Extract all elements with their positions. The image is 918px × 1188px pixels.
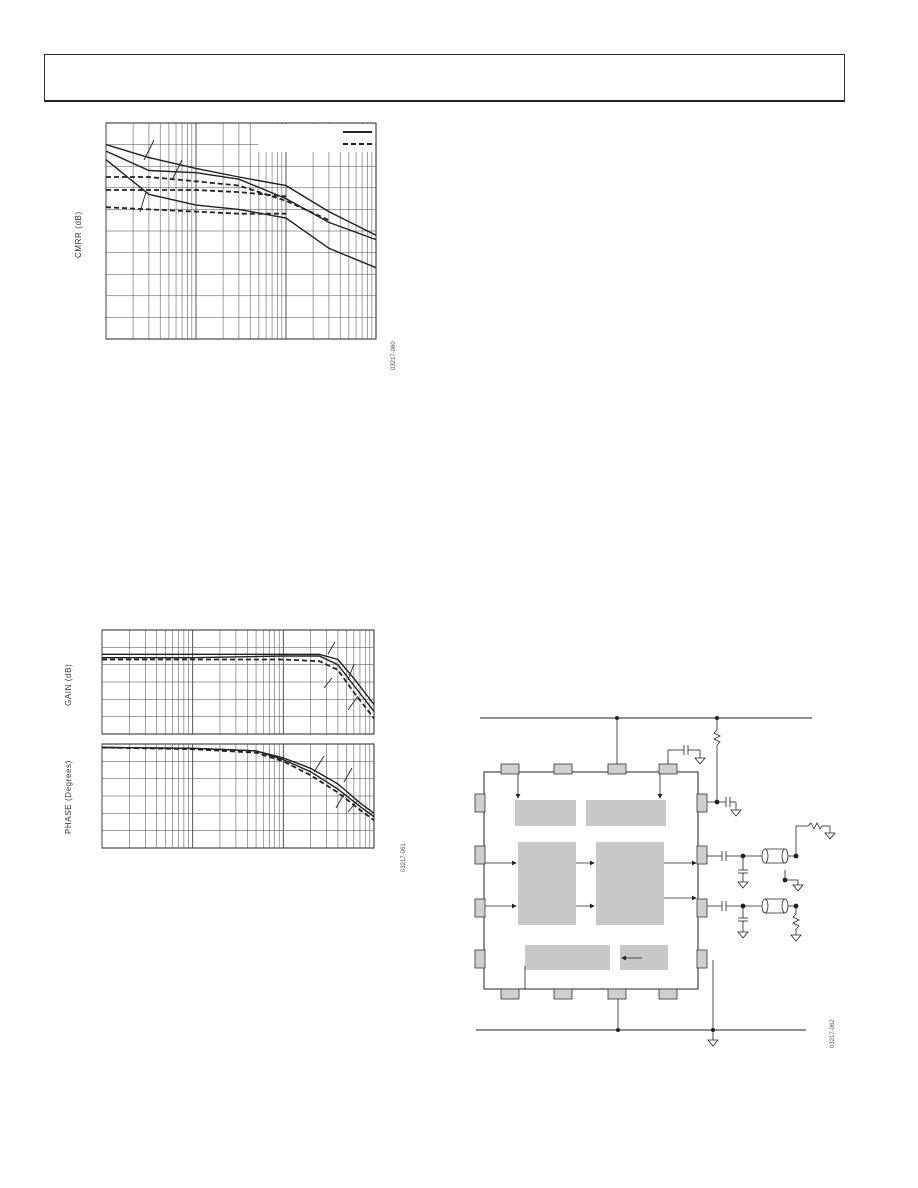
callout-arrow xyxy=(343,767,353,783)
gain-chart xyxy=(101,629,375,735)
phase-axis-label: PHASE (Degrees) xyxy=(64,760,73,834)
series-line-2 xyxy=(101,746,375,818)
series-line-3 xyxy=(105,159,377,269)
series-line-2 xyxy=(105,150,377,241)
callout-arrow xyxy=(347,663,355,681)
schematic-figure-id: 03217-062 xyxy=(830,1019,836,1048)
supply-decoupling xyxy=(667,718,742,1047)
series-line-5 xyxy=(106,189,287,198)
chip-pins xyxy=(474,763,708,1000)
phase-chart xyxy=(101,743,375,849)
callout-arrow xyxy=(323,677,333,689)
callout-arrow xyxy=(335,793,345,809)
callout-arrow xyxy=(313,755,325,773)
output-network xyxy=(707,822,836,942)
series-line-2 xyxy=(102,655,375,712)
cmrr-chart xyxy=(105,122,377,340)
callout-arrow xyxy=(171,159,183,181)
legend-box xyxy=(258,124,375,152)
cmrr-axis-label: CMRR (dB) xyxy=(74,211,83,258)
gain-axis-label: GAIN (dB) xyxy=(64,663,73,706)
supply-rail-top xyxy=(480,716,812,720)
series-line-3 xyxy=(102,658,375,719)
cmrr-figure-id: 03217-060 xyxy=(391,341,397,370)
signal-arrows xyxy=(485,718,714,1040)
block-schematic xyxy=(474,716,836,1047)
callout-arrow xyxy=(143,139,155,161)
supply-rail-bottom xyxy=(476,1028,806,1032)
series-line-6 xyxy=(105,206,286,215)
callout-arrow xyxy=(139,191,147,213)
gain-phase-figure-id: 03217-061 xyxy=(401,843,407,872)
page-header-box xyxy=(44,54,845,102)
series-line-4 xyxy=(106,176,330,222)
internal-blocks xyxy=(515,800,668,970)
series-line-1 xyxy=(105,143,377,236)
callout-arrow xyxy=(347,799,359,813)
series-line-1 xyxy=(102,653,375,705)
callout-arrow xyxy=(327,641,336,655)
callout-arrow xyxy=(347,695,359,711)
